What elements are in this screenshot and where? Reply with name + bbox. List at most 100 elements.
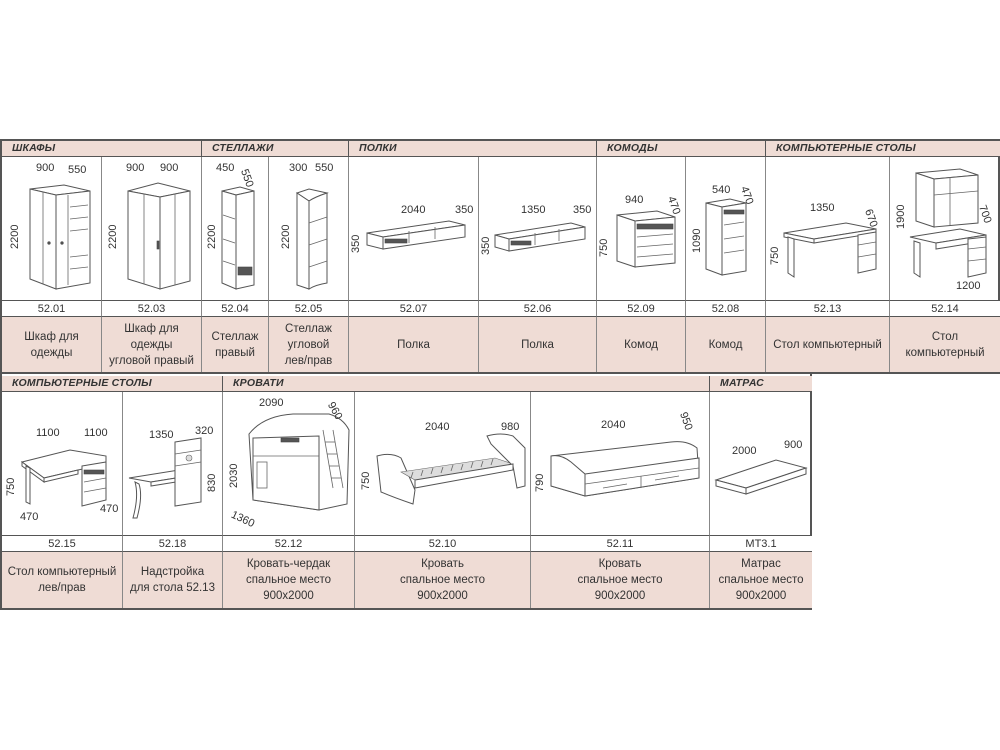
dim-width: 540 xyxy=(712,184,730,196)
item-code: 52.01 xyxy=(2,300,102,316)
item-name: Комод xyxy=(686,316,766,372)
dim-depth: 320 xyxy=(195,425,213,437)
dim-depth: 550 xyxy=(68,164,86,176)
item-code: 52.05 xyxy=(269,300,349,316)
dim-width: 450 xyxy=(216,162,234,174)
item-code: 52.10 xyxy=(355,535,531,551)
category-desks-2: КОМПЬЮТЕРНЫЕ СТОЛЫ xyxy=(2,376,223,392)
item-52-15-drawing: 1100 1100 750 470 470 xyxy=(2,392,123,535)
category-mattress: МАТРАС xyxy=(710,376,812,392)
item-code: 52.09 xyxy=(597,300,686,316)
dim-depth: 470 xyxy=(738,185,756,206)
dim-height: 350 xyxy=(350,235,362,253)
catalog-row-2: КОМПЬЮТЕРНЫЕ СТОЛЫ КРОВАТИ МАТРАС 1100 1… xyxy=(0,374,812,610)
category-wardrobes: ШКАФЫ xyxy=(2,141,202,157)
dim-height: 2200 xyxy=(107,225,119,249)
dim-width: 980 xyxy=(501,421,519,433)
category-dressers: КОМОДЫ xyxy=(597,141,766,157)
item-name: Шкаф для одежды xyxy=(2,316,102,372)
dim-length: 2090 xyxy=(259,397,283,409)
item-52-08-drawing: 540 470 1090 xyxy=(686,157,766,300)
item-code: 52.07 xyxy=(349,300,479,316)
dim-depth: 1360 xyxy=(229,509,256,530)
item-code: 52.13 xyxy=(766,300,890,316)
dim-width-2: 1100 xyxy=(84,427,108,439)
catalog-row-1: ШКАФЫ СТЕЛЛАЖИ ПОЛКИ КОМОДЫ КОМПЬЮТЕРНЫЕ… xyxy=(0,139,1000,374)
item-code: 52.04 xyxy=(202,300,269,316)
dim-depth: 700 xyxy=(976,204,994,225)
item-52-05-drawing: 300 550 2200 xyxy=(269,157,349,300)
item-52-04-drawing: 450 550 2200 xyxy=(202,157,269,300)
item-name: Комод xyxy=(597,316,686,372)
item-52-13-drawing: 1350 670 750 xyxy=(766,157,890,300)
item-mt3-1-drawing: 2000 900 xyxy=(710,392,812,535)
dim-width: 900 xyxy=(36,162,54,174)
dim-depth: 550 xyxy=(315,162,333,174)
dim-height: 2200 xyxy=(9,225,21,249)
item-name: Стол компьютерный xyxy=(766,316,890,372)
dim-depth: 900 xyxy=(160,162,178,174)
item-52-06-drawing: 1350 350 350 xyxy=(479,157,597,300)
item-code: 52.06 xyxy=(479,300,597,316)
dim-length: 2040 xyxy=(601,419,625,431)
dim-height: 2200 xyxy=(280,225,292,249)
dim-depth: 350 xyxy=(455,204,473,216)
dim-width: 1350 xyxy=(810,202,834,214)
item-code: МТ3.1 xyxy=(710,535,812,551)
dim-length: 2040 xyxy=(425,421,449,433)
dim-width-1: 1100 xyxy=(36,427,60,439)
dim-width: 1350 xyxy=(149,429,173,441)
dim-depth: 550 xyxy=(238,168,256,189)
item-code: 52.18 xyxy=(123,535,223,551)
item-name: Стол компьютерный xyxy=(890,316,1000,372)
dim-width: 300 xyxy=(289,162,307,174)
item-52-01-drawing: 900 550 2200 xyxy=(2,157,102,300)
dim-height: 790 xyxy=(534,474,546,492)
dim-height: 1090 xyxy=(691,229,703,253)
item-code: 52.11 xyxy=(531,535,710,551)
item-52-14-drawing: 1900 700 1200 xyxy=(890,157,1000,300)
item-52-12-drawing: 2090 960 2030 1360 xyxy=(223,392,355,535)
item-52-11-drawing: 2040 950 790 xyxy=(531,392,710,535)
item-code: 52.08 xyxy=(686,300,766,316)
category-shelves: ПОЛКИ xyxy=(349,141,597,157)
item-name: Полка xyxy=(349,316,479,372)
item-52-09-drawing: 940 470 750 xyxy=(597,157,686,300)
dim-width: 1200 xyxy=(956,280,980,292)
dim-height: 1900 xyxy=(895,205,907,229)
dim-depth-1: 470 xyxy=(20,511,38,523)
category-desks: КОМПЬЮТЕРНЫЕ СТОЛЫ xyxy=(766,141,1000,157)
dim-height: 750 xyxy=(5,478,17,496)
item-code: 52.03 xyxy=(102,300,202,316)
dim-height: 750 xyxy=(360,472,372,490)
dim-width: 940 xyxy=(625,194,643,206)
dim-width: 1350 xyxy=(521,204,545,216)
dim-width: 2040 xyxy=(401,204,425,216)
dim-height: 830 xyxy=(206,474,218,492)
item-code: 52.12 xyxy=(223,535,355,551)
dim-width: 900 xyxy=(126,162,144,174)
item-52-07-drawing: 2040 350 350 xyxy=(349,157,479,300)
dim-width: 900 xyxy=(784,439,802,451)
dim-depth-2: 470 xyxy=(100,503,118,515)
item-52-10-drawing: 2040 980 750 xyxy=(355,392,531,535)
item-code: 52.14 xyxy=(890,300,1000,316)
category-racks: СТЕЛЛАЖИ xyxy=(202,141,349,157)
dim-height: 750 xyxy=(769,247,781,265)
item-name: Полка xyxy=(479,316,597,372)
dim-height: 350 xyxy=(480,237,492,255)
dim-depth: 350 xyxy=(573,204,591,216)
dim-length: 2000 xyxy=(732,445,756,457)
dim-depth: 670 xyxy=(862,208,880,229)
dim-height: 2030 xyxy=(228,464,240,488)
dim-width: 950 xyxy=(677,411,695,432)
dim-height: 2200 xyxy=(206,225,218,249)
